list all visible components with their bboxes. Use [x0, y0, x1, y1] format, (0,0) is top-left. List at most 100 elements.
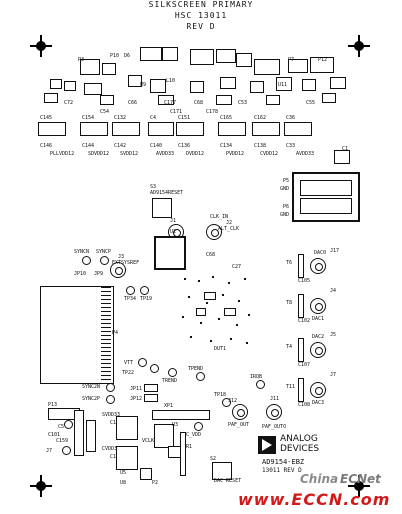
- label-c66: C66: [128, 100, 138, 106]
- jp12-jumper[interactable]: [144, 394, 158, 402]
- dac-label: DAC3: [312, 400, 325, 406]
- tp18-testpoint[interactable]: [222, 398, 231, 407]
- j11-connector[interactable]: [266, 404, 282, 420]
- silkscreen-title: SILKSCREEN PRIMARY: [148, 0, 254, 9]
- j12-connector[interactable]: [232, 404, 248, 420]
- label-p2: P2: [152, 480, 159, 486]
- alt-clk-connector[interactable]: [206, 224, 222, 240]
- dac-label: DAC0: [314, 250, 327, 256]
- supply-net: DVDD12: [186, 151, 205, 157]
- label-p6: P6: [283, 204, 290, 210]
- vtt-testpoint[interactable]: [138, 358, 147, 367]
- sync2n-testpoint[interactable]: [106, 383, 115, 392]
- regulator-6: [216, 49, 236, 63]
- label-jp12: JP12: [130, 396, 143, 402]
- vertical-part-2: [86, 420, 96, 452]
- small-part-2: [64, 81, 76, 91]
- dac-reset-switch[interactable]: [212, 462, 232, 480]
- label-p5: P5: [283, 178, 290, 184]
- label-c54: C54: [100, 109, 110, 115]
- tp34-testpoint[interactable]: [126, 286, 135, 295]
- dac-label: DAC2: [312, 334, 325, 340]
- logo-text-devices: DEVICES: [280, 444, 320, 454]
- regulator-2: [102, 63, 116, 75]
- dac-connector[interactable]: [310, 382, 326, 398]
- cap-ref: C132: [114, 115, 127, 121]
- regulator-5: [190, 49, 214, 65]
- cap-ref: C105: [298, 278, 311, 284]
- transformer: [298, 294, 304, 318]
- cap-ref: C151: [178, 115, 191, 121]
- transformer: [298, 254, 304, 278]
- regulator-1: [80, 59, 100, 75]
- tpend-testpoint[interactable]: [196, 372, 205, 381]
- dac-connector[interactable]: [310, 298, 326, 314]
- cap-ref: C162: [254, 115, 267, 121]
- cap-ref: C108: [298, 402, 311, 408]
- dac-channel: T11 C108 DAC3 J7: [282, 372, 368, 412]
- dut-area: [178, 272, 258, 352]
- supply-cap: C162 C138 CVDD12: [252, 115, 284, 161]
- cap-label: C33: [286, 143, 296, 149]
- supply-net: SDVDD12: [88, 151, 110, 157]
- syncn-testpoint[interactable]: [82, 256, 91, 265]
- cap-label: C140: [150, 143, 163, 149]
- label-j7: J7: [46, 448, 53, 454]
- irqb-testpoint[interactable]: [256, 380, 265, 389]
- tp19-testpoint[interactable]: [140, 286, 149, 295]
- label-syncp: SYNCP: [96, 249, 112, 255]
- label-p7: P7: [288, 57, 295, 63]
- power-connector: [292, 172, 360, 222]
- pic-vdd-testpoint[interactable]: [194, 422, 203, 431]
- cap-label: C146: [40, 143, 53, 149]
- cap-body: [252, 122, 280, 136]
- label-c27: C27: [232, 264, 242, 270]
- mounting-hole-top-right: [348, 35, 370, 57]
- tp23-testpoint[interactable]: [150, 364, 159, 373]
- label-sync2p: SYNC2P: [82, 396, 101, 402]
- jack-ref: J7: [330, 372, 337, 378]
- cap-ref: C165: [220, 115, 233, 121]
- dac-connector[interactable]: [310, 258, 326, 274]
- regulator-4: [162, 47, 178, 61]
- label-j12: J12: [228, 398, 238, 404]
- label-c1: C1: [342, 146, 349, 152]
- cap-ref: C107: [298, 362, 311, 368]
- label-c101: C101: [48, 432, 61, 438]
- cap-label: C134: [220, 143, 233, 149]
- cap-label: C144: [82, 143, 95, 149]
- jack-ref: J4: [330, 288, 337, 294]
- label-paf-outo: PAF_OUTO: [262, 424, 287, 430]
- label-tp22: TP22: [122, 370, 135, 376]
- label-p3: P3: [78, 57, 85, 63]
- sysref-connector[interactable]: [110, 262, 126, 278]
- supply-net: CVDD12: [260, 151, 279, 157]
- supply-cap: C132 C142 SVDD12: [112, 115, 144, 161]
- small-part-5: [150, 79, 166, 93]
- label-c159: C159: [56, 438, 69, 444]
- label-d6: D6: [124, 53, 131, 59]
- label-p10: P10: [110, 53, 120, 59]
- vertical-part-1: [74, 410, 84, 456]
- trend-testpoint[interactable]: [168, 368, 177, 377]
- label-jp11: JP11: [130, 386, 143, 392]
- small-part-16: [266, 95, 280, 105]
- reset-switch[interactable]: [152, 198, 172, 218]
- dac-connector[interactable]: [310, 342, 326, 358]
- jp11-jumper[interactable]: [144, 384, 158, 392]
- supply-cap: C145 C146 PLLVDD12: [38, 115, 74, 161]
- syncp-testpoint[interactable]: [100, 256, 109, 265]
- sync2p-testpoint[interactable]: [106, 395, 115, 404]
- small-part-9: [276, 77, 292, 91]
- label-c55: C55: [306, 100, 316, 106]
- jack-ref: J17: [330, 248, 340, 254]
- regulator-3: [140, 47, 162, 61]
- small-part-8: [250, 81, 264, 93]
- label-j2: J2: [226, 220, 233, 226]
- cvdd33-cap: [116, 446, 138, 470]
- small-part-6: [190, 81, 204, 93]
- label-c5: C5: [58, 424, 65, 430]
- label-j3: J3: [118, 254, 125, 260]
- dac-channel: T4 C107 DAC2 J5: [282, 332, 368, 372]
- logo-text-analog: ANALOG: [280, 434, 318, 444]
